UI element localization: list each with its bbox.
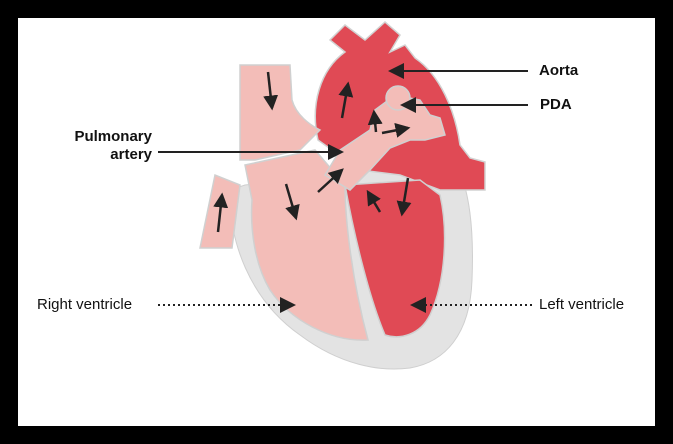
flow-arrow-aorta-up bbox=[338, 81, 354, 119]
flow-arrow-la bbox=[366, 189, 382, 213]
flow-arrow-svc bbox=[263, 71, 279, 111]
label-aorta: Aorta bbox=[539, 62, 579, 79]
flow-arrow-ivc bbox=[213, 192, 229, 233]
flow-arrow-rv-out bbox=[317, 168, 344, 193]
superior-vena-cava bbox=[239, 64, 322, 161]
label-left-ventricle: Left ventricle bbox=[539, 296, 625, 313]
label-pulmonary-line1: Pulmonary bbox=[74, 128, 152, 145]
label-pulmonary-artery: Pulmonary artery bbox=[62, 128, 152, 164]
label-pda: PDA bbox=[540, 96, 572, 113]
flow-arrow-pda-2 bbox=[381, 122, 411, 138]
flow-arrows bbox=[213, 71, 412, 233]
flow-arrow-pda-1 bbox=[367, 109, 383, 133]
flow-arrow-lv bbox=[396, 177, 412, 217]
label-right-ventricle: Right ventricle bbox=[37, 296, 133, 313]
right-ventricle-shape bbox=[244, 149, 369, 341]
pda-vessel bbox=[385, 85, 411, 111]
label-pulmonary-line2: artery bbox=[110, 146, 152, 163]
flow-arrow-ra bbox=[284, 183, 300, 221]
